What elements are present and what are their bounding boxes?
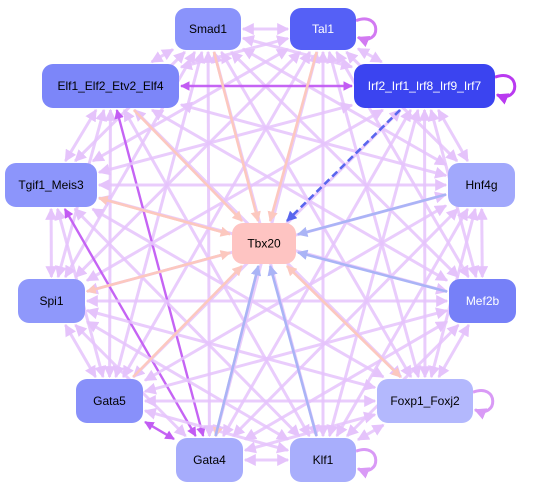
node-tbx20[interactable]: Tbx20 [232,223,296,264]
node-box [5,163,97,207]
node-tgif1[interactable]: Tgif1_Meis3 [5,163,97,207]
node-box [42,64,179,108]
self-loop-tal1 [355,17,378,48]
node-label: Gata4 [193,453,226,467]
node-box [354,64,495,108]
self-loop-foxp1 [472,389,495,420]
edge-gata4-tbx20 [214,264,262,437]
node-label: Tgif1_Meis3 [18,178,84,192]
node-smad1[interactable]: Smad1 [175,8,241,50]
node-box [290,8,356,50]
node-irf[interactable]: Irf2_Irf1_Irf8_Irf9_Irf7 [354,64,495,108]
edge-hnf4g-tbx20 [296,193,447,237]
node-label: Tal1 [312,22,334,36]
edge-foxp1-tbx20 [286,265,402,378]
node-elf[interactable]: Elf1_Elf2_Etv2_Elf4 [42,64,179,108]
edge-foxp1-klf1 [356,423,385,442]
node-gata5[interactable]: Gata5 [76,379,143,423]
node-box [290,438,356,482]
node-box [176,438,243,482]
edge-tgif1-tbx20 [98,196,232,237]
node-box [377,379,473,423]
edge-elf-tbx20 [132,109,244,222]
self-loop-klf1 [355,448,378,479]
node-label: Tbx20 [247,237,281,251]
node-box [18,279,85,323]
node-hnf4g[interactable]: Hnf4g [448,163,515,207]
node-label: Foxp1_Foxj2 [390,394,460,408]
edge-irf-tbx20 [286,109,401,222]
node-box [448,163,515,207]
edge-tal1-irf [356,47,383,64]
node-box [232,223,296,264]
node-box [175,8,241,50]
edge-smad1-gata4 [202,50,216,438]
edge-mef2b-tbx20 [296,249,448,293]
edge-gata5-tbx20 [132,265,243,378]
node-spi1[interactable]: Spi1 [18,279,85,323]
edge-foxp1-gata4 [243,411,377,454]
node-mef2b[interactable]: Mef2b [449,279,516,323]
node-label: Gata5 [93,394,126,408]
edge-gata5-gata4 [144,420,175,441]
node-label: Elf1_Elf2_Etv2_Elf4 [57,79,163,93]
edge-tal1-tbx20 [267,51,318,223]
node-foxp1[interactable]: Foxp1_Foxj2 [377,379,473,423]
node-box [76,379,143,423]
edge-smad1-tbx20 [212,51,261,223]
node-gata4[interactable]: Gata4 [176,438,243,482]
edge-klf1-tbx20 [267,264,318,437]
node-label: Smad1 [189,22,227,36]
node-label: Mef2b [466,294,500,308]
node-label: Irf2_Irf1_Irf8_Irf9_Irf7 [368,79,482,93]
edge-hnf4g-mef2b [475,207,489,279]
node-label: Hnf4g [465,178,497,192]
node-klf1[interactable]: Klf1 [290,438,356,482]
self-loop-irf [494,74,517,105]
edge-spi1-tbx20 [86,250,232,293]
edge-smad1-elf [150,48,175,64]
self-loops-layer [355,17,517,479]
node-label: Klf1 [313,453,334,467]
node-tal1[interactable]: Tal1 [290,8,356,50]
node-label: Spi1 [39,294,63,308]
node-box [449,279,516,323]
